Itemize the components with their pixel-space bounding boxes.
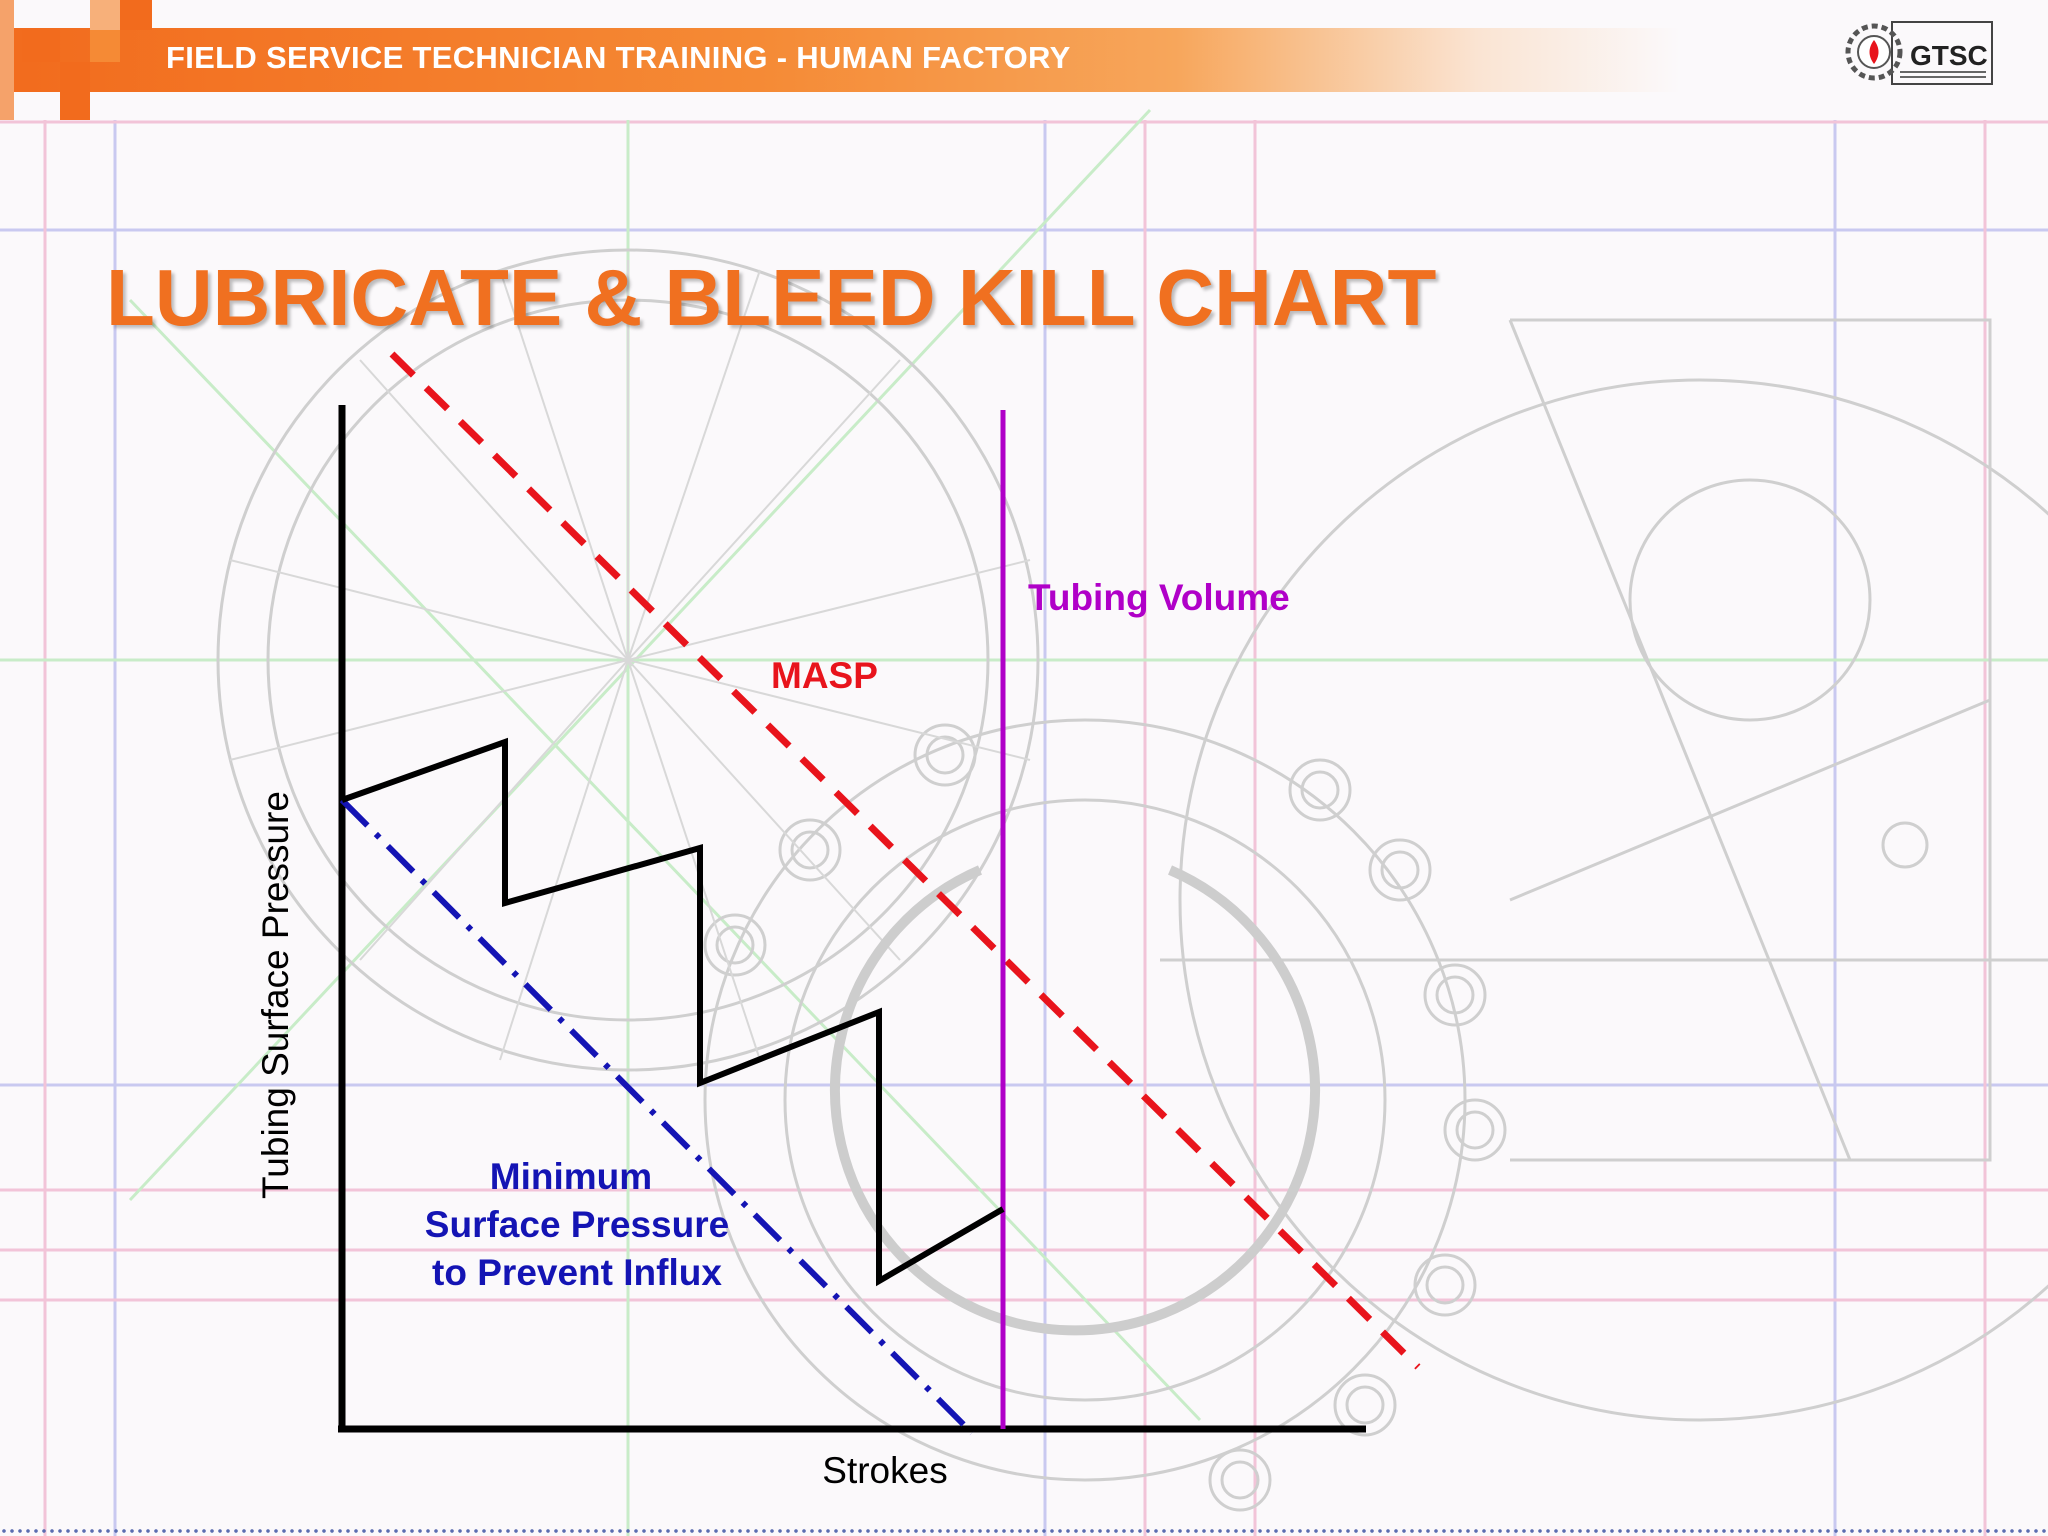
min-pressure-line xyxy=(339,797,975,1436)
y-axis-label: Tubing Surface Pressure xyxy=(255,791,296,1199)
gtsc-logo xyxy=(1845,21,1993,85)
masp-line xyxy=(389,351,1421,1370)
footer-divider xyxy=(0,1528,2048,1534)
header-decoration xyxy=(0,0,152,120)
min-pressure-label-line1: Minimum xyxy=(490,1156,652,1197)
header-bar xyxy=(0,28,1680,92)
slide-title: LUBRICATE & BLEED KILL CHART xyxy=(106,253,1437,342)
lubricate-bleed-profile xyxy=(340,737,1005,1287)
masp-label: MASP xyxy=(771,655,878,696)
header-title: FIELD SERVICE TECHNICIAN TRAINING - HUMA… xyxy=(166,40,1071,75)
min-pressure-label-line2: Surface Pressure xyxy=(425,1204,729,1245)
tubing-volume-label: Tubing Volume xyxy=(1028,577,1290,618)
logo-text: GTSC xyxy=(1910,40,1988,71)
x-axis-label: Strokes xyxy=(822,1450,947,1491)
min-pressure-label-line3: to Prevent Influx xyxy=(432,1252,722,1293)
